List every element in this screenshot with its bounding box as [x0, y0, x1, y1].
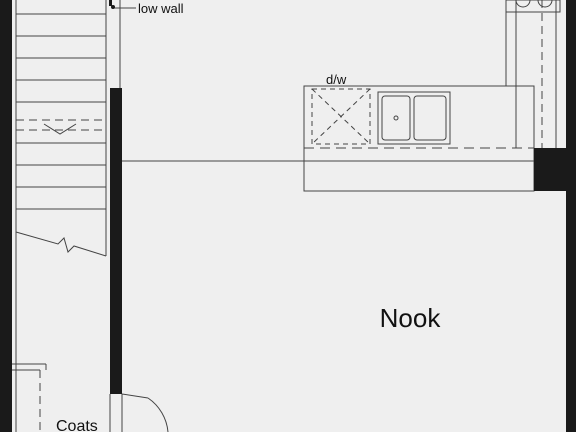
kitchen-island [303, 85, 535, 192]
closet-door-swing [121, 393, 169, 432]
column [534, 148, 566, 191]
dishwasher-label: d/w [326, 72, 347, 87]
staircase [15, 0, 107, 432]
nook-label: Nook [380, 303, 442, 333]
low-wall-label: low wall [138, 1, 184, 16]
cooktop [515, 0, 553, 8]
dishwasher [311, 88, 371, 145]
rail-post [109, 0, 112, 6]
coat-closet [12, 363, 47, 432]
sink [377, 91, 451, 145]
low-wall-leader-dot [111, 5, 115, 9]
coats-label: Coats [56, 418, 98, 432]
left-exterior-wall [0, 0, 12, 432]
stair-partition-wall [110, 88, 122, 394]
right-exterior-wall [566, 0, 576, 432]
